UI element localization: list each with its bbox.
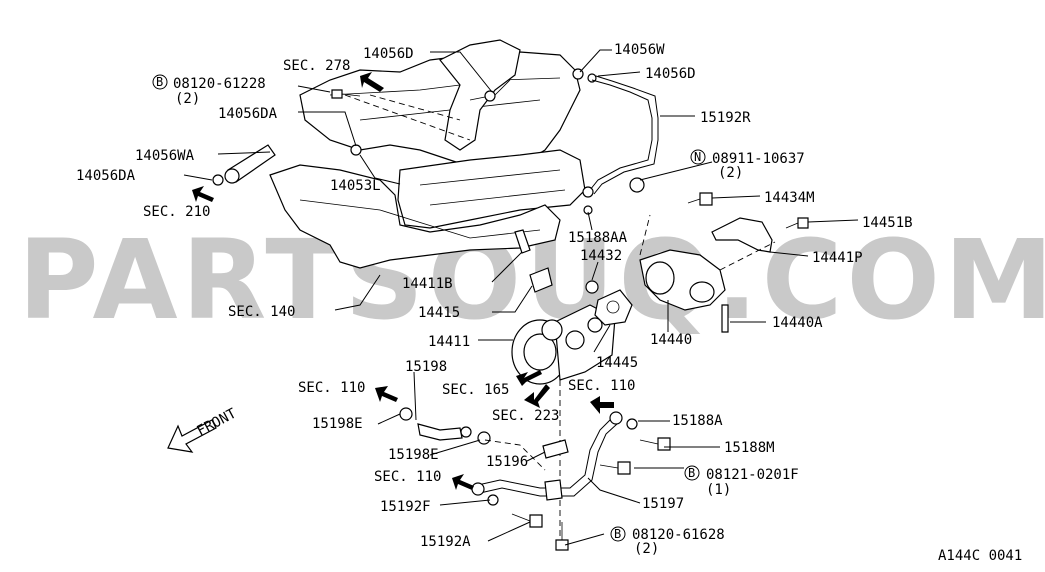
label-14441P: 14441P bbox=[812, 250, 863, 266]
label-15188AA: 15188AA bbox=[568, 230, 628, 246]
label-bolt-08121-0201F-qty: (1) bbox=[706, 482, 731, 498]
front-label: FRONT bbox=[194, 405, 239, 439]
label-14411B: 14411B bbox=[402, 276, 453, 292]
label-14056D-right: 14056D bbox=[645, 66, 696, 82]
label-sec110-a: SEC. 110 bbox=[298, 380, 365, 396]
label-15188A: 15188A bbox=[672, 413, 723, 429]
label-14440A: 14440A bbox=[772, 315, 823, 331]
label-bolt-08120-61228: 08120-61228 bbox=[173, 76, 266, 92]
n-prefix: N bbox=[694, 150, 701, 164]
label-14415: 14415 bbox=[418, 305, 460, 321]
label-sec210: SEC. 210 bbox=[143, 204, 210, 220]
label-15192A: 15192A bbox=[420, 534, 471, 550]
arrow-sec165 bbox=[516, 370, 542, 386]
label-14434M: 14434M bbox=[764, 190, 815, 206]
water-pipes-drawing bbox=[399, 407, 671, 551]
label-sec110-b: SEC. 110 bbox=[568, 378, 635, 394]
label-15198: 15198 bbox=[405, 359, 447, 375]
arrow-sec210 bbox=[192, 186, 214, 202]
figure-code: A144C 0041 bbox=[938, 548, 1022, 564]
arrow-sec110a bbox=[375, 386, 398, 402]
label-sec165: SEC. 165 bbox=[442, 382, 509, 398]
label-14056DA-left: 14056DA bbox=[76, 168, 136, 184]
label-15188M: 15188M bbox=[724, 440, 775, 456]
label-nut-08911-10637: 08911-10637 bbox=[712, 151, 805, 167]
label-bolt-08120-61228-qty: (2) bbox=[175, 91, 200, 107]
b-prefix-3: B bbox=[614, 527, 621, 541]
label-15198E-a: 15198E bbox=[312, 416, 363, 432]
exhaust-manifold-drawing bbox=[212, 39, 597, 269]
b-circle-3 bbox=[610, 526, 626, 542]
label-14451B: 14451B bbox=[862, 215, 913, 231]
label-14411: 14411 bbox=[428, 334, 470, 350]
label-bolt-08121-0201F: 08121-0201F bbox=[706, 467, 799, 483]
label-14053L: 14053L bbox=[330, 178, 381, 194]
label-sec140: SEC. 140 bbox=[228, 304, 295, 320]
label-15197: 15197 bbox=[642, 496, 684, 512]
b-circle-1 bbox=[152, 74, 168, 90]
section-arrows bbox=[167, 72, 614, 490]
b-circle-2 bbox=[684, 465, 700, 481]
arrow-sec223 bbox=[524, 384, 550, 408]
label-14432: 14432 bbox=[580, 248, 622, 264]
b-prefix-1: B bbox=[156, 75, 163, 89]
label-15196: 15196 bbox=[486, 454, 528, 470]
turbocharger-drawing bbox=[511, 75, 809, 540]
label-14056DA-top: 14056DA bbox=[218, 106, 278, 122]
label-sec278: SEC. 278 bbox=[283, 58, 350, 74]
label-14056D-top: 14056D bbox=[363, 46, 414, 62]
part-labels: 14056D 14056W 14056D SEC. 278 B 08120-61… bbox=[76, 42, 1022, 564]
b-prefix-2: B bbox=[688, 466, 695, 480]
label-nut-08911-10637-qty: (2) bbox=[718, 165, 743, 181]
label-14440: 14440 bbox=[650, 332, 692, 348]
label-sec223: SEC. 223 bbox=[492, 408, 559, 424]
arrow-sec110b bbox=[590, 396, 614, 414]
label-14445: 14445 bbox=[596, 355, 638, 371]
leader-lines bbox=[183, 49, 859, 546]
label-bolt-08120-61628-qty: (2) bbox=[634, 541, 659, 557]
label-15198E-b: 15198E bbox=[388, 447, 439, 463]
label-15192F: 15192F bbox=[380, 499, 431, 515]
arrow-sec110c bbox=[452, 474, 474, 490]
label-14056WA: 14056WA bbox=[135, 148, 195, 164]
label-15192R: 15192R bbox=[700, 110, 751, 126]
label-sec110-c: SEC. 110 bbox=[374, 469, 441, 485]
arrow-sec278 bbox=[360, 72, 384, 92]
label-14056W: 14056W bbox=[614, 42, 665, 58]
n-circle bbox=[690, 149, 706, 165]
label-bolt-08120-61628: 08120-61628 bbox=[632, 527, 725, 543]
front-arrow bbox=[167, 419, 217, 453]
